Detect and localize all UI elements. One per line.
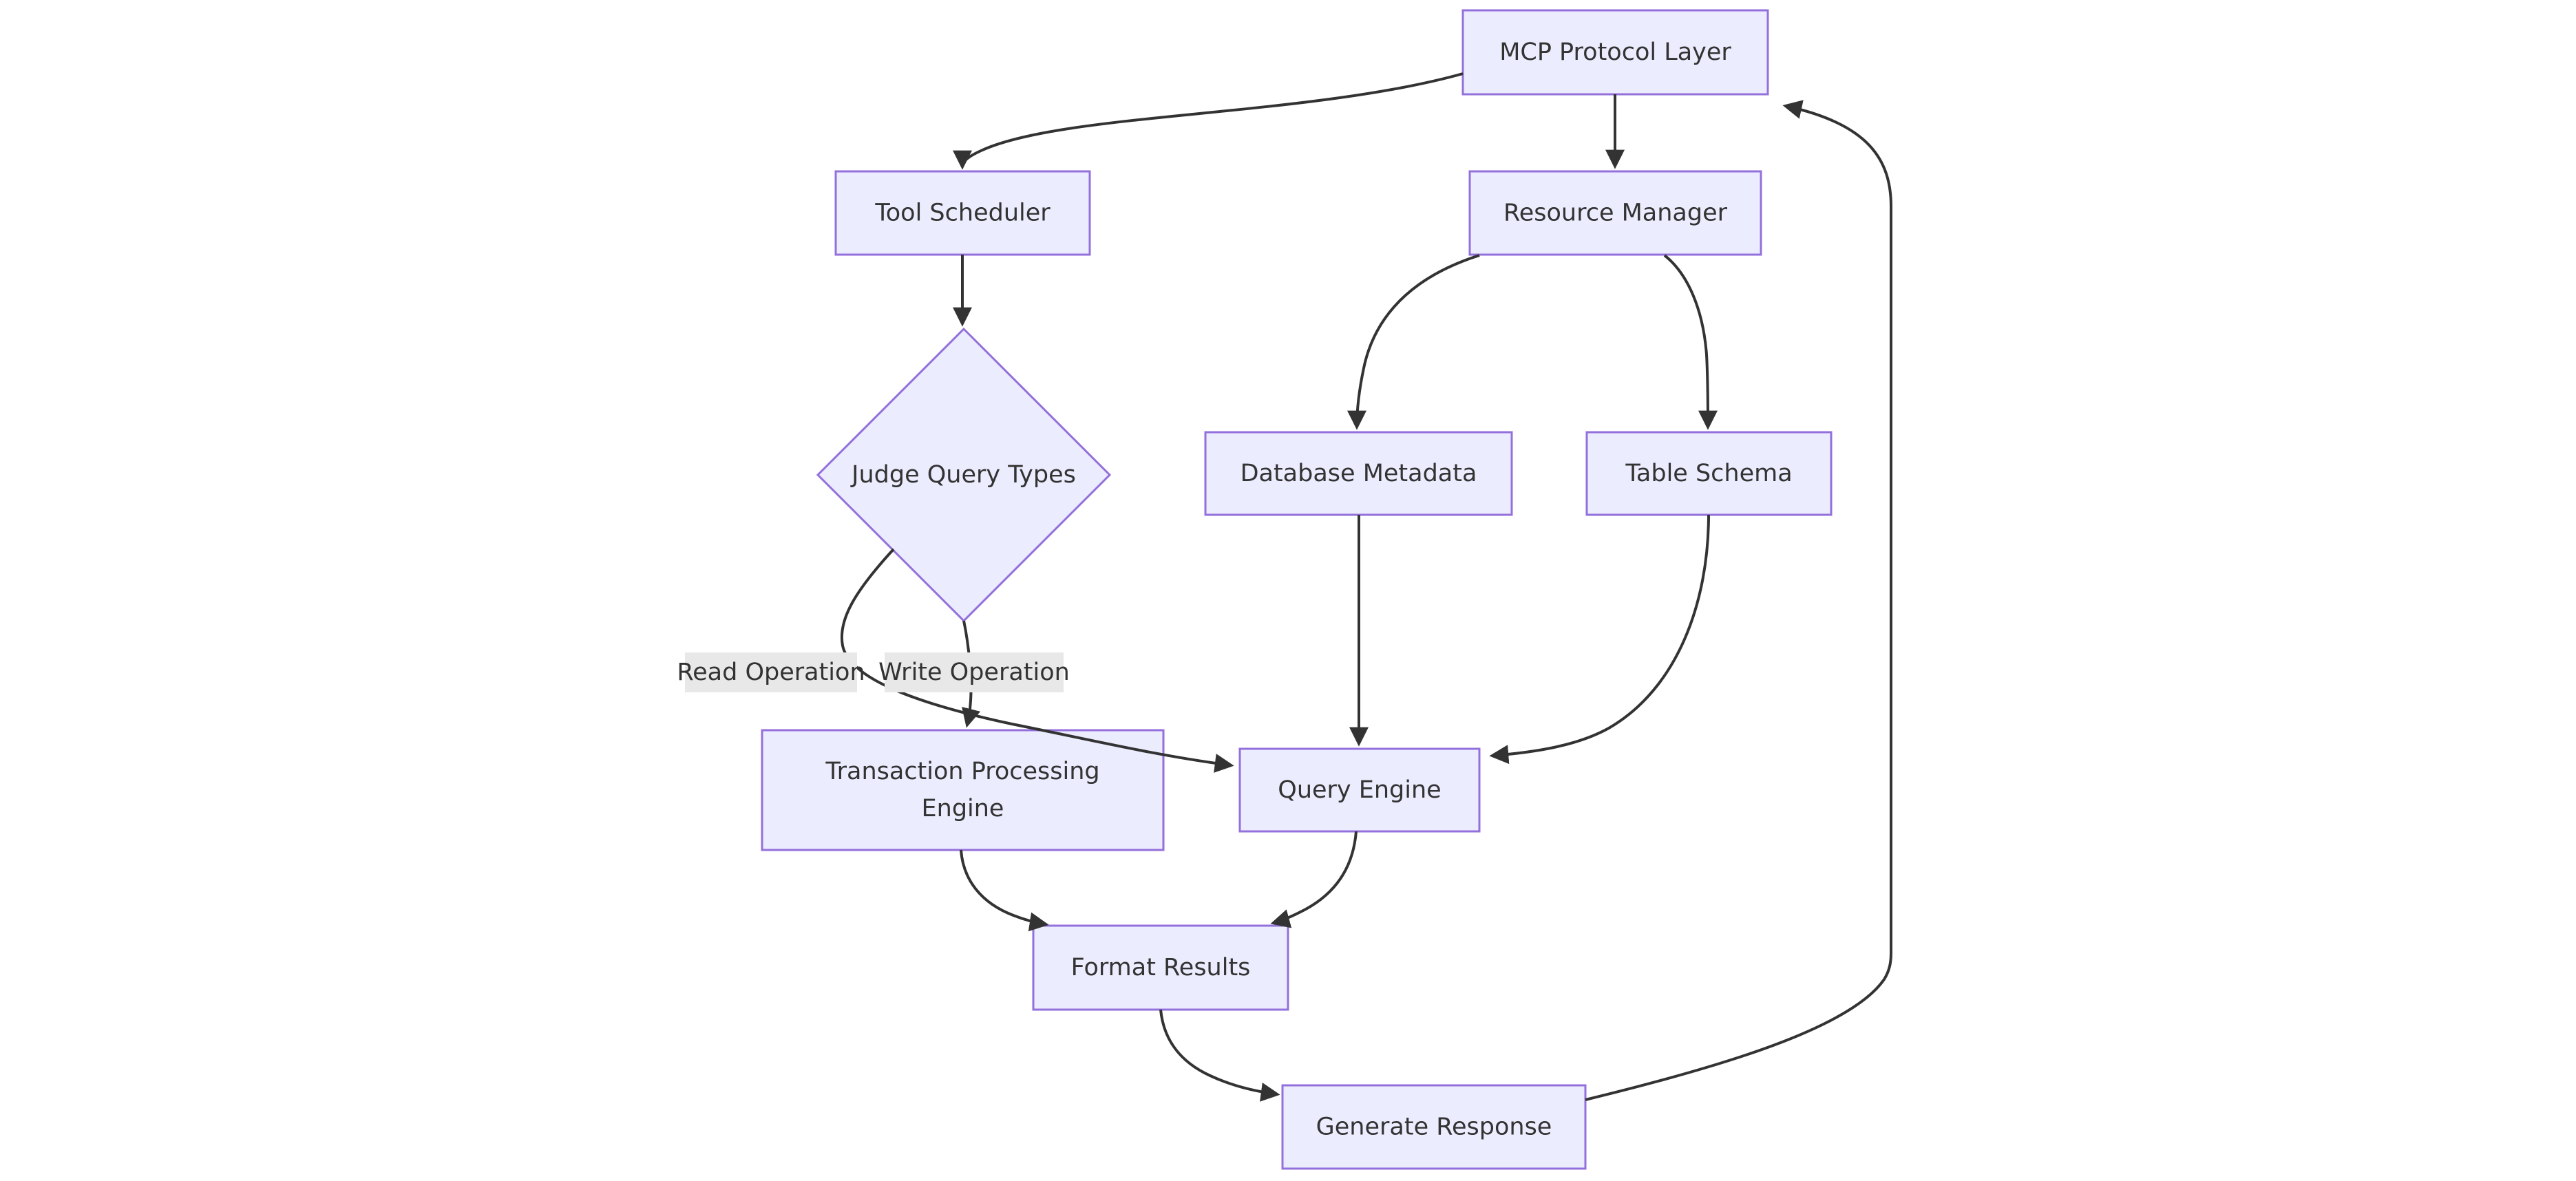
node-label: Database Metadata <box>1241 460 1477 487</box>
node-mcp-protocol-layer: MCP Protocol Layer <box>1461 9 1769 96</box>
node-label: Format Results <box>1071 954 1251 981</box>
edge-judge-query-types-to-query-engine <box>841 548 1234 773</box>
node-database-metadata: Database Metadata <box>1204 431 1513 516</box>
edge-labels-layer: Read Operation Write Operation <box>677 652 1070 692</box>
node-generate-response: Generate Response <box>1281 1084 1587 1170</box>
edge-table-schema-to-query-engine <box>1489 514 1710 765</box>
edge-query-engine-to-format-results <box>1270 831 1358 928</box>
node-label: Tool Scheduler <box>874 200 1051 227</box>
process-shape <box>1281 1084 1587 1170</box>
node-label: MCP Protocol Layer <box>1499 39 1731 66</box>
edge-format-results-to-generate-response <box>1159 1009 1280 1102</box>
node-resource-manager: Resource Manager <box>1468 170 1762 256</box>
node-label: Judge Query Types <box>850 461 1076 489</box>
process-shape <box>1585 431 1833 516</box>
edge-resource-manager-to-database-metadata <box>1347 254 1480 430</box>
edge-resource-manager-to-table-schema <box>1663 254 1718 430</box>
process-shape <box>1204 431 1513 516</box>
node-format-results: Format Results <box>1032 924 1289 1011</box>
process-shape <box>834 170 1091 256</box>
node-label: Query Engine <box>1278 776 1441 804</box>
edge-label-text: Read Operation <box>677 659 865 686</box>
edge-label-bg <box>685 652 857 692</box>
node-tool-scheduler: Tool Scheduler <box>834 170 1091 256</box>
node-judge-query-types: Judge Query Types <box>816 327 1112 623</box>
edges-layer <box>841 72 1892 1102</box>
process-shape <box>1468 170 1762 256</box>
edge-judge-query-types-to-transaction-processing-engine <box>962 620 981 728</box>
node-table-schema: Table Schema <box>1585 431 1833 516</box>
node-label: Generate Response <box>1316 1114 1552 1141</box>
edge-generate-response-to-mcp-protocol-layer <box>1585 100 1892 1101</box>
edge-mcp-protocol-layer-to-tool-scheduler <box>953 72 1464 170</box>
node-query-engine: Query Engine <box>1238 747 1481 833</box>
process-shape <box>1238 747 1481 833</box>
node-label: Table Schema <box>1625 460 1792 487</box>
edge-label-text: Write Operation <box>878 659 1070 686</box>
edge-label-bg <box>885 652 1064 692</box>
process-shape <box>761 729 1165 851</box>
process-shape <box>1461 9 1769 96</box>
node-label: Resource Manager <box>1503 200 1728 227</box>
edge-label-write-operation: Write Operation <box>878 652 1070 692</box>
edge-label-read-operation: Read Operation <box>677 652 865 692</box>
edge-transaction-processing-engine-to-format-results <box>960 849 1049 932</box>
